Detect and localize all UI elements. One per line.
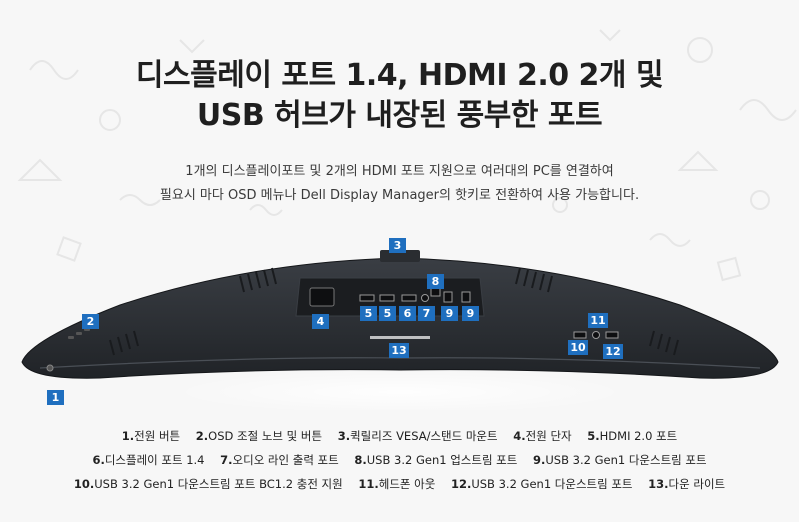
callout-6: 6 [399,306,416,321]
callout-3: 3 [389,238,406,253]
callout-5b: 5 [379,306,396,321]
description-line-1: 1개의 디스플레이포트 및 2개의 HDMI 포트 지원으로 여러대의 PC를 … [185,164,614,179]
usb-bc-port [573,331,587,339]
description: 1개의 디스플레이포트 및 2개의 HDMI 포트 지원으로 여러대의 PC를 … [0,160,799,208]
hdmi-port-2 [379,294,395,302]
callout-11: 11 [588,313,608,328]
callout-9b: 9 [462,306,479,321]
description-line-2: 필요시 마다 OSD 메뉴나 Dell Display Manager의 핫키로… [159,188,640,203]
legend-item: 2.OSD 조절 노브 및 버튼 [195,429,323,443]
usb-down-port-2 [461,291,471,303]
callout-4: 4 [312,314,329,329]
callout-12: 12 [603,344,623,359]
callout-8: 8 [427,274,444,289]
callout-2: 2 [82,314,99,329]
headline-line-2: USB 허브가 내장된 풍부한 포트 [196,98,603,133]
dp-port [401,294,417,302]
port-legend: 1.전원 버튼 2.OSD 조절 노브 및 버튼 3.퀵릴리즈 VESA/스탠드… [0,424,799,496]
callout-10: 10 [568,340,588,355]
legend-item: 9.USB 3.2 Gen1 다운스트림 포트 [533,453,707,467]
legend-row-3: 10.USB 3.2 Gen1 다운스트림 포트 BC1.2 충전 지원 11.… [0,472,799,496]
usb-down-port-1 [443,291,453,303]
legend-item: 10.USB 3.2 Gen1 다운스트림 포트 BC1.2 충전 지원 [73,477,343,491]
legend-item: 7.오디오 라인 출력 포트 [220,453,339,467]
legend-item: 12.USB 3.2 Gen1 다운스트림 포트 [450,477,633,491]
legend-item: 6.디스플레이 포트 1.4 [92,453,205,467]
power-connector [309,287,335,307]
legend-row-1: 1.전원 버튼 2.OSD 조절 노브 및 버튼 3.퀵릴리즈 VESA/스탠드… [0,424,799,448]
callout-9a: 9 [441,306,458,321]
legend-item: 11.헤드폰 아웃 [358,477,436,491]
downlight-glow [170,370,630,410]
callout-13: 13 [389,343,409,358]
callout-1: 1 [47,390,64,405]
vesa-mount [380,250,420,262]
legend-item: 5.HDMI 2.0 포트 [587,429,678,443]
legend-item: 3.퀵릴리즈 VESA/스탠드 마운트 [337,429,498,443]
callout-7: 7 [418,306,435,321]
legend-item: 1.전원 버튼 [121,429,181,443]
headline: 디스플레이 포트 1.4, HDMI 2.0 2개 및 USB 허브가 내장된 … [0,56,799,136]
legend-item: 4.전원 단자 [513,429,572,443]
legend-item: 13.다운 라이트 [648,477,726,491]
hdmi-port-1 [359,294,375,302]
power-button [46,364,54,372]
audio-port [421,294,429,302]
downlight-bar [370,336,430,339]
headline-line-1: 디스플레이 포트 1.4, HDMI 2.0 2개 및 [135,58,664,93]
headphone-port [592,331,600,339]
legend-row-2: 6.디스플레이 포트 1.4 7.오디오 라인 출력 포트 8.USB 3.2 … [0,448,799,472]
usb-up-port [430,287,441,297]
callout-5a: 5 [360,306,377,321]
legend-item: 8.USB 3.2 Gen1 업스트림 포트 [354,453,518,467]
usb-down-port-3 [605,331,619,339]
